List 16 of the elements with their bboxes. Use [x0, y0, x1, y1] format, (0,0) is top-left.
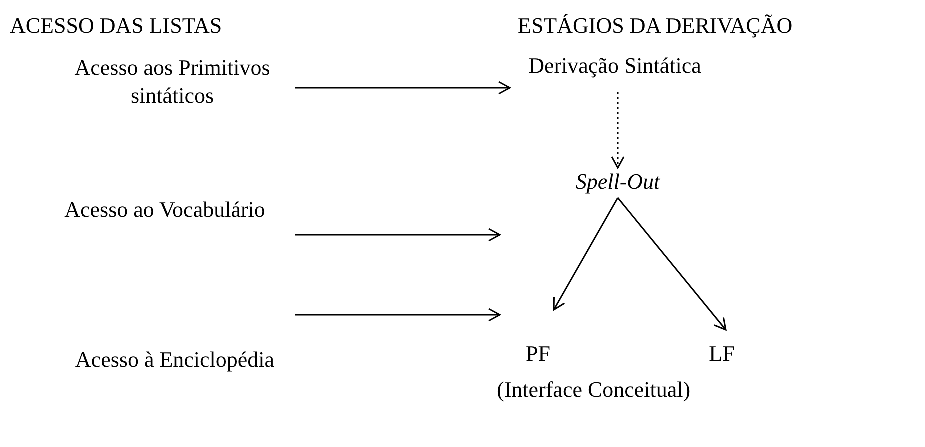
node-text: Spell-Out	[563, 168, 673, 198]
arrow	[295, 81, 511, 95]
node-text: Acesso aos Primitivos sintáticos	[50, 54, 295, 114]
arrow	[295, 308, 501, 322]
node-text: Acesso ao Vocabulário	[35, 196, 295, 256]
node-text: Derivação Sintática	[510, 52, 720, 92]
node-text: LF	[697, 330, 747, 368]
column-heading: ESTÁGIOS DA DERIVAÇÃO	[518, 12, 793, 40]
column-heading: ACESSO DAS LISTAS	[10, 12, 222, 40]
node-text: Acesso à Enciclopédia	[55, 300, 295, 416]
arrow	[553, 198, 619, 311]
arrow	[611, 92, 625, 169]
column-heading: (Interface Conceitual)	[497, 376, 691, 404]
arrow	[295, 228, 501, 242]
arrow	[617, 198, 727, 331]
node-text: PF	[500, 310, 575, 368]
